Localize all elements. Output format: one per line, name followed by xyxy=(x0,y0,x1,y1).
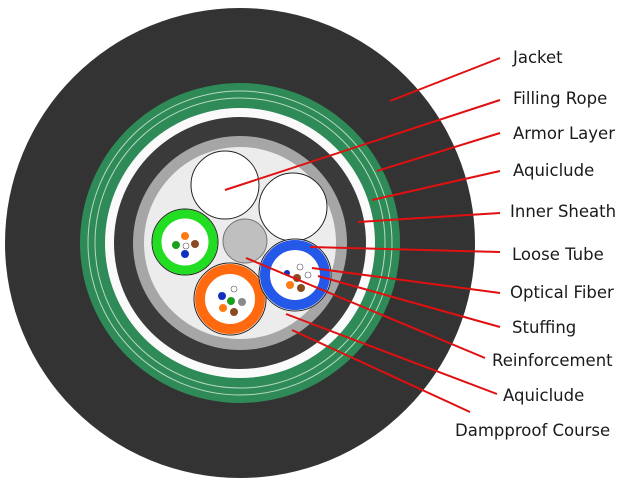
leader-line-inner-sheath xyxy=(357,212,501,223)
optical-fiber xyxy=(230,308,238,316)
optical-fiber xyxy=(238,298,246,306)
loose-tube-green-outline xyxy=(151,208,219,276)
optical-fiber xyxy=(182,242,190,250)
label-filling-rope: Filling Rope xyxy=(513,89,608,108)
loose-tube-green xyxy=(152,209,218,275)
leader-lines xyxy=(224,57,501,413)
loose-tube-orange xyxy=(195,264,265,334)
optical-fiber xyxy=(181,250,189,258)
leader-line-armor-layer xyxy=(376,132,501,172)
label-optical-fiber: Optical Fiber xyxy=(510,283,614,302)
optical-fiber xyxy=(286,281,294,289)
optical-fiber xyxy=(227,297,235,305)
leader-line-optical-fiber xyxy=(311,267,501,294)
optical-fiber xyxy=(172,241,180,249)
filling-rope-element-1 xyxy=(190,150,260,220)
optical-fiber xyxy=(297,284,305,292)
leader-line-aquiclude-outer xyxy=(371,170,501,201)
label-dampproof-course: Dampproof Course xyxy=(455,421,611,440)
label-jacket: Jacket xyxy=(513,48,563,67)
label-inner-sheath: Inner Sheath xyxy=(510,202,617,221)
leader-line-dampproof-course xyxy=(291,329,471,413)
leader-line-aquiclude-inner xyxy=(285,313,498,395)
leader-line-jacket xyxy=(389,57,501,102)
central-reinforcement-member xyxy=(222,218,268,264)
optical-fiber xyxy=(304,271,312,279)
leader-line-filling-rope xyxy=(224,99,501,191)
label-aquiclude-inner: Aquiclude xyxy=(503,386,585,405)
armor-stripe-inner xyxy=(94,97,386,389)
label-armor-layer: Armor Layer xyxy=(513,124,615,143)
optical-fiber xyxy=(230,285,238,293)
label-aquiclude-outer: Aquiclude xyxy=(513,161,595,180)
optical-fiber xyxy=(296,263,304,271)
optical-fiber xyxy=(219,304,227,312)
label-reinforcement: Reinforcement xyxy=(492,351,613,370)
filling-rope-element-2 xyxy=(258,172,328,242)
armor-stripe-outer xyxy=(87,90,393,396)
label-loose-tube: Loose Tube xyxy=(512,245,604,264)
leader-line-loose-tube xyxy=(309,246,501,253)
optical-fiber xyxy=(191,240,199,248)
optical-fiber xyxy=(181,232,189,240)
leader-line-reinforcement xyxy=(245,257,486,359)
loose-tube-blue xyxy=(260,240,330,310)
optical-fiber xyxy=(218,292,226,300)
label-stuffing: Stuffing xyxy=(512,318,577,337)
leader-line-stuffing xyxy=(317,275,501,328)
